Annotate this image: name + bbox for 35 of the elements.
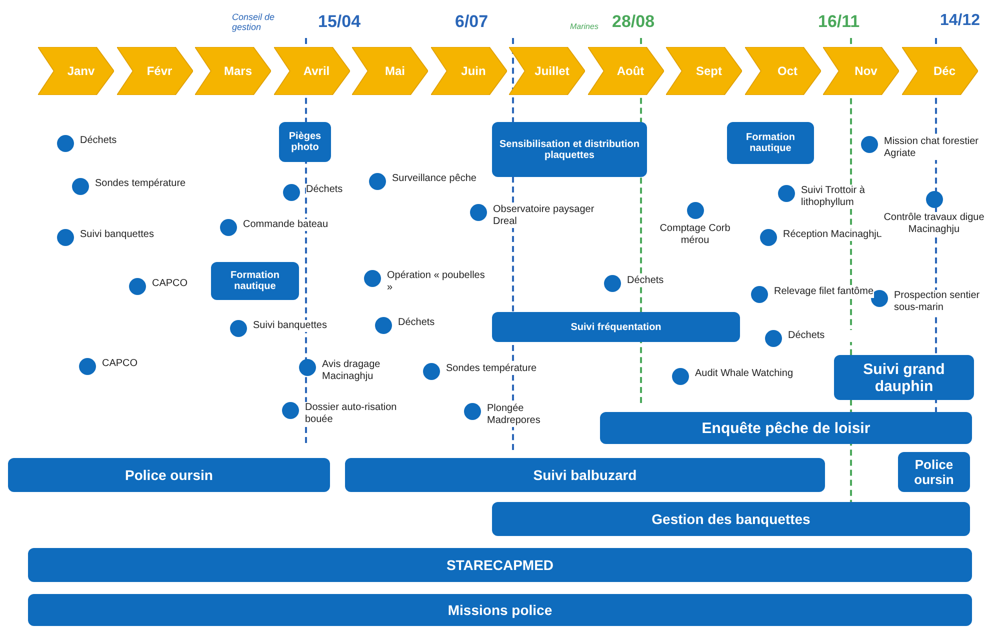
date-label: 28/08 [612,12,655,32]
month-banner: Juin [430,47,506,95]
month-banner: Mars [195,47,271,95]
activity-bar: Police oursin [8,458,330,492]
month-banner: Janv [38,47,114,95]
activity-bar: Suivi balbuzard [345,458,825,492]
month-banner: Nov [823,47,899,95]
month-banner: Août [588,47,664,95]
month-banner: Sept [666,47,742,95]
activity-bar: Pièges photo [279,122,331,162]
activity-label: Audit Whale Watching [695,368,795,380]
date-label: 14/12 [940,12,980,30]
activity-bar: Missions police [28,594,972,626]
note-text: Conseil de gestion [232,12,276,32]
activity-bar: Suivi grand dauphin [834,355,974,400]
activity-bar: Police oursin [898,452,970,492]
activity-label: Relevage filet fantôme [774,286,874,298]
activity-bar: STARECAPMED [28,548,972,582]
month-banner: Juillet [509,47,585,95]
activity-label: Réception Macinaghju [783,229,883,241]
month-banner: Févr [116,47,192,95]
activity-bar: Gestion des banquettes [492,502,970,536]
activity-bar: Enquête pêche de loisir [600,412,972,444]
activity-bar: Sensibilisation et distribution plaquettes [492,122,647,177]
month-banner: Déc [902,47,978,95]
date-label: 15/04 [318,12,361,32]
activity-bar: Formation nautique [211,262,299,300]
month-banner: Avril [274,47,350,95]
month-banner: Oct [744,47,820,95]
date-label: 6/07 [455,12,488,32]
activity-bar: Formation nautique [727,122,814,164]
date-label: 16/11 [818,12,860,32]
activity-bar: Suivi fréquentation [492,312,740,342]
month-banner: Mai [352,47,428,95]
note-text: Marines [570,22,600,31]
